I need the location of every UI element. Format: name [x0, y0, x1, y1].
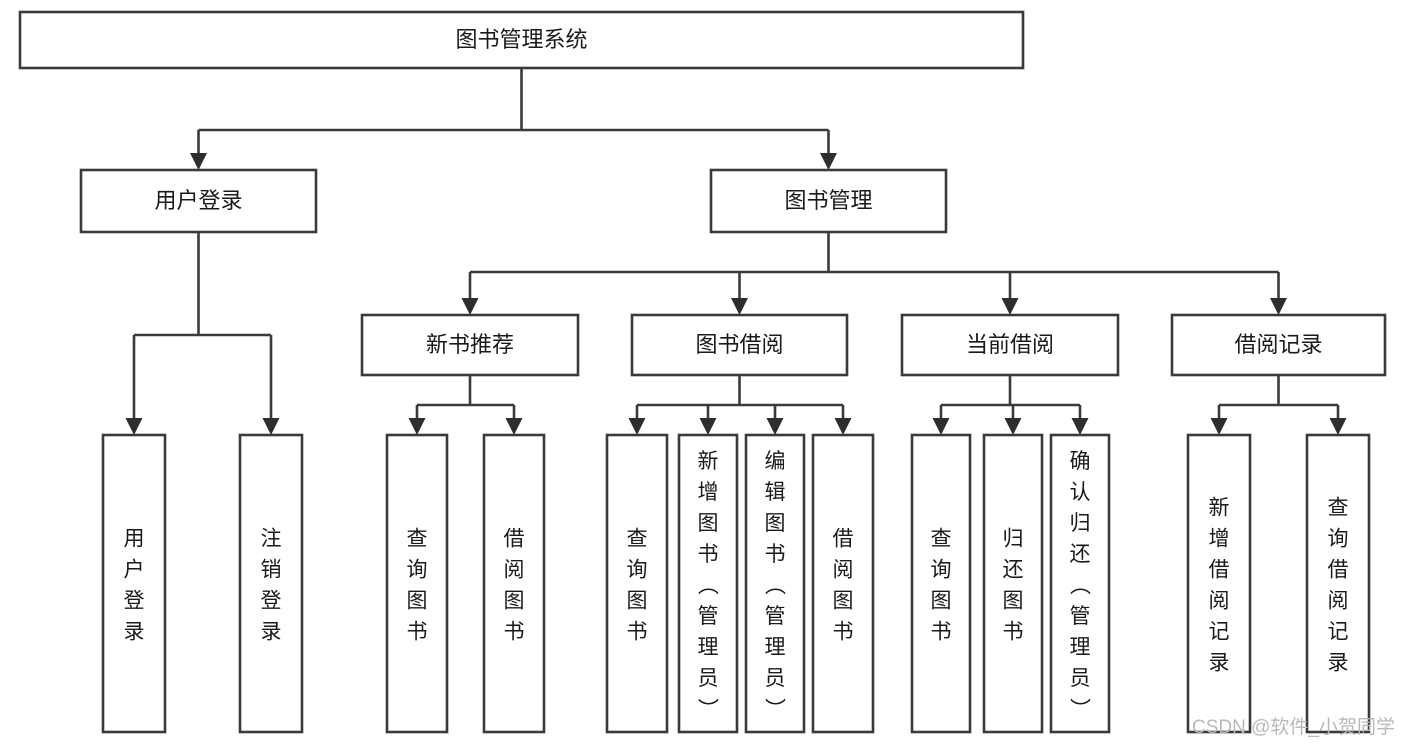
node-leaf-5-box[interactable]	[677, 433, 739, 734]
arrow-head-icon	[932, 418, 950, 435]
node-leaf-3-box[interactable]	[482, 433, 546, 734]
node-leaf-4[interactable]: 查询图书	[605, 433, 669, 734]
node-l3-2[interactable]: 当前借阅	[900, 313, 1120, 377]
node-l3-3[interactable]: 借阅记录	[1170, 313, 1387, 377]
node-leaf-8-box[interactable]	[910, 433, 972, 734]
node-leaf-2-box[interactable]	[385, 433, 449, 734]
node-l3-2-label: 当前借阅	[966, 332, 1054, 357]
node-leaf-7-label: 借阅图书	[833, 528, 854, 644]
arrow-head-icon	[1329, 418, 1347, 435]
node-l2-0-box[interactable]	[79, 168, 318, 234]
node-leaf-2-label: 查询图书	[407, 528, 428, 644]
arrow-head-icon	[731, 298, 748, 315]
node-leaf-8-label: 查询图书	[931, 528, 952, 644]
node-leaf-0-label: 用户登录	[124, 528, 145, 644]
node-leaf-3-label: 借阅图书	[504, 528, 525, 644]
arrow-head-icon	[1210, 418, 1228, 435]
node-leaf-8[interactable]: 查询图书	[910, 433, 972, 734]
node-l3-3-label: 借阅记录	[1234, 332, 1322, 357]
node-leaf-1-box[interactable]	[238, 433, 304, 734]
watermark-label: CSDN @软件_小贺同学	[1192, 716, 1395, 738]
node-leaf-6-box[interactable]	[744, 433, 806, 734]
arrow-head-icon	[1001, 298, 1019, 315]
node-leaf-11-label: 新增借阅记录	[1209, 497, 1230, 675]
node-leaf-6-label: 编辑图书（管理员）	[765, 450, 787, 721]
node-leaf-10-label: 确认归还（管理员）	[1070, 450, 1092, 721]
node-leaf-2[interactable]: 查询图书	[385, 433, 449, 734]
node-l2-0-label: 用户登录	[154, 188, 242, 213]
node-l3-3-box[interactable]	[1170, 313, 1387, 377]
arrow-head-icon	[1071, 418, 1089, 435]
node-l3-1-label: 图书借阅	[695, 332, 783, 357]
node-l3-0-box[interactable]	[360, 313, 580, 377]
node-leaf-12-box[interactable]	[1305, 433, 1371, 734]
node-leaf-9[interactable]: 归还图书	[982, 433, 1044, 734]
node-l3-1-box[interactable]	[630, 313, 849, 377]
node-leaf-0[interactable]: 用户登录	[101, 433, 167, 734]
arrow-head-icon	[190, 153, 207, 170]
node-l2-0[interactable]: 用户登录	[79, 168, 318, 234]
node-leaf-7-box[interactable]	[811, 433, 875, 734]
node-leaf-11-box[interactable]	[1186, 433, 1252, 734]
node-leaf-4-label: 查询图书	[627, 528, 648, 644]
node-leaf-0-box[interactable]	[101, 433, 167, 734]
node-leaf-5-label: 新增图书（管理员）	[698, 450, 720, 721]
arrow-head-icon	[505, 418, 523, 435]
arrow-head-icon	[628, 418, 646, 435]
node-leaf-12[interactable]: 查询借阅记录	[1305, 433, 1371, 734]
arrow-head-icon	[820, 153, 837, 170]
node-l2-1[interactable]: 图书管理	[709, 168, 948, 234]
node-leaf-1[interactable]: 注销登录	[238, 433, 304, 734]
node-leaf-7[interactable]: 借阅图书	[811, 433, 875, 734]
node-root-label: 图书管理系统	[455, 27, 587, 52]
arrow-head-icon	[699, 418, 717, 435]
node-leaf-10-box[interactable]	[1049, 433, 1111, 734]
arrow-head-icon	[262, 418, 280, 435]
node-leaf-5[interactable]: 新增图书（管理员）	[677, 433, 739, 734]
arrow-head-icon	[834, 418, 852, 435]
node-leaf-9-box[interactable]	[982, 433, 1044, 734]
node-root[interactable]: 图书管理系统	[18, 10, 1025, 70]
node-root-box[interactable]	[18, 10, 1025, 70]
node-l3-0-label: 新书推荐	[426, 332, 514, 357]
arrow-head-icon	[1270, 298, 1287, 315]
node-leaf-3[interactable]: 借阅图书	[482, 433, 546, 734]
node-l3-0[interactable]: 新书推荐	[360, 313, 580, 377]
node-leaf-9-label: 归还图书	[1003, 528, 1024, 644]
arrow-head-icon	[125, 418, 143, 435]
arrow-head-icon	[1004, 418, 1022, 435]
node-leaf-1-label: 注销登录	[261, 528, 282, 644]
arrow-head-icon	[766, 418, 784, 435]
node-l2-1-box[interactable]	[709, 168, 948, 234]
node-leaf-6[interactable]: 编辑图书（管理员）	[744, 433, 806, 734]
node-leaf-10[interactable]: 确认归还（管理员）	[1049, 433, 1111, 734]
node-l2-1-label: 图书管理	[784, 188, 872, 213]
arrow-head-icon	[461, 298, 479, 315]
arrow-head-icon	[408, 418, 426, 435]
node-leaf-11[interactable]: 新增借阅记录	[1186, 433, 1252, 734]
node-leaf-12-label: 查询借阅记录	[1328, 497, 1349, 675]
node-l3-1[interactable]: 图书借阅	[630, 313, 849, 377]
node-l3-2-box[interactable]	[900, 313, 1120, 377]
node-leaf-4-box[interactable]	[605, 433, 669, 734]
